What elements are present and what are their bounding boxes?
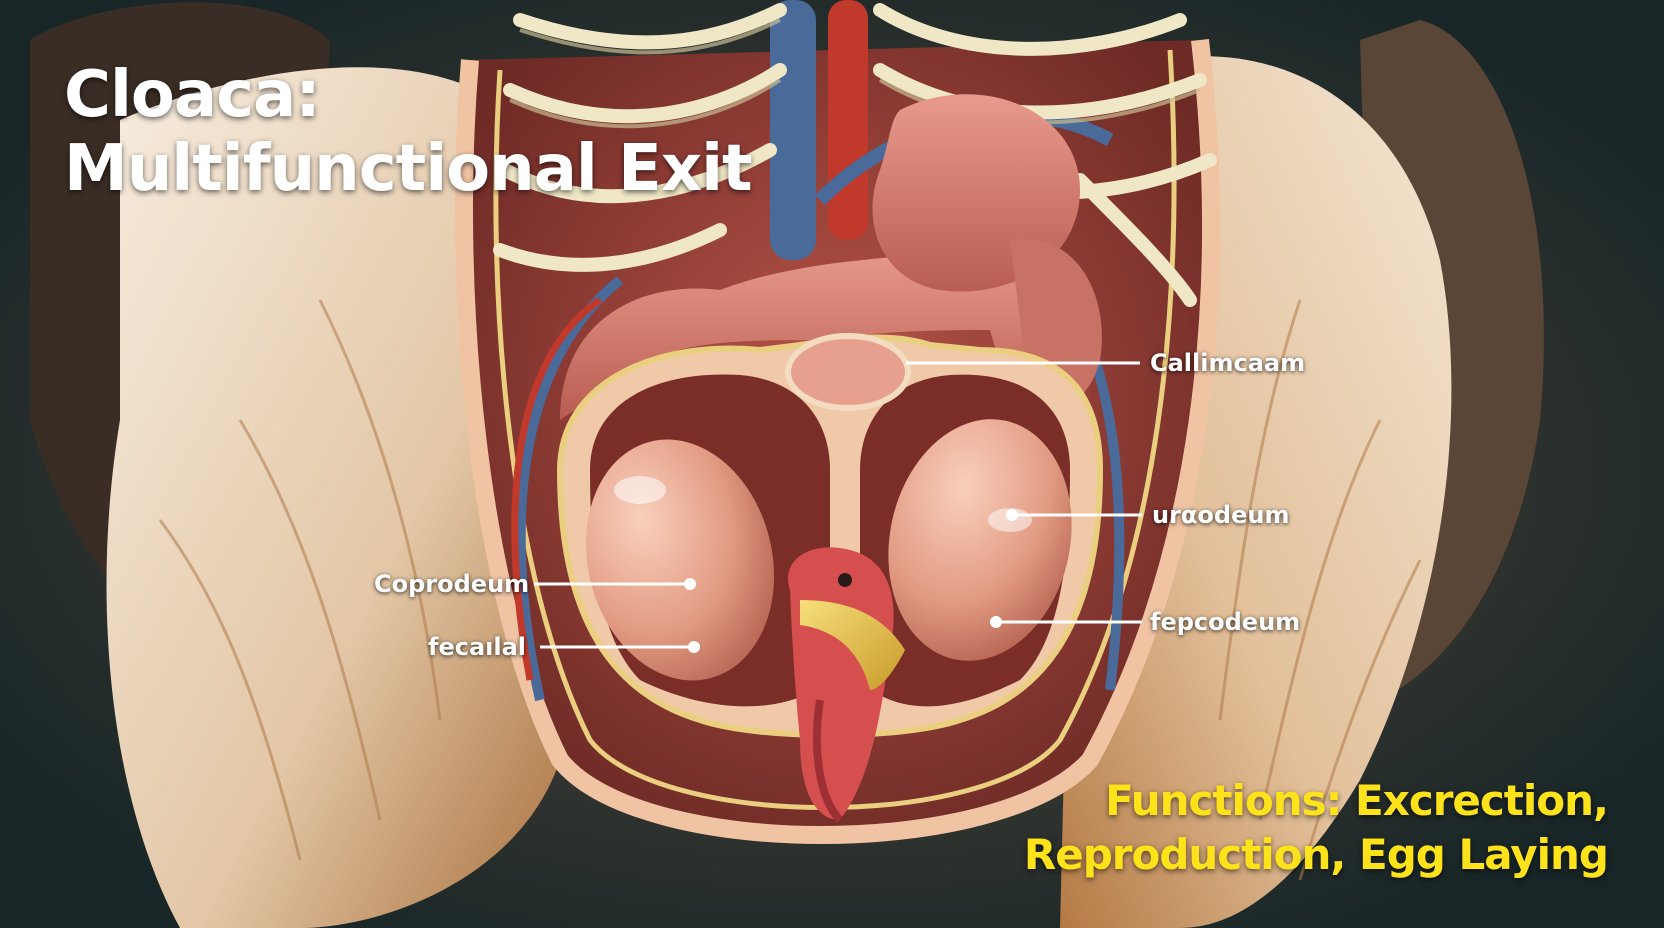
functions-caption: Functions: Excrection, Reproduction, Egg… xyxy=(1023,774,1609,882)
leader-lines xyxy=(534,361,1142,649)
body-wall xyxy=(455,38,1220,844)
dot-coprodeum xyxy=(684,578,696,590)
vent-fold xyxy=(812,699,843,823)
aorta xyxy=(828,0,868,240)
label-fepcodeum: fepcodeum xyxy=(1150,608,1301,636)
title-line-2: Multifunctional Exit xyxy=(64,132,753,206)
vent-beak-shape xyxy=(800,600,905,690)
vena-cava xyxy=(770,0,816,260)
page-title: Cloaca: Multifunctional Exit xyxy=(64,58,753,206)
label-fecalal: fecaılal xyxy=(428,633,527,661)
upper-chamber xyxy=(785,333,911,411)
functions-line-2: Reproduction, Egg Laying xyxy=(1023,830,1609,879)
right-egg xyxy=(888,419,1072,661)
dot-fepcodeum xyxy=(990,616,1002,628)
vent-eye xyxy=(838,573,852,587)
label-coprodeum: Coprodeum xyxy=(374,570,530,598)
leader-dots xyxy=(684,509,1018,653)
title-line-1: Cloaca: xyxy=(64,58,321,132)
dot-fecalal xyxy=(688,641,700,653)
left-artery xyxy=(511,297,602,681)
rib-cage xyxy=(493,3,1217,307)
feather-strokes xyxy=(158,299,1422,881)
label-urodeum: urαodeum xyxy=(1152,501,1290,529)
label-callimcaam: Callimcaam xyxy=(1150,349,1306,377)
left-egg-highlight xyxy=(614,476,666,504)
dot-urodeum xyxy=(1006,509,1018,521)
functions-line-1: Functions: Excrection, xyxy=(1105,776,1609,825)
left-feathers xyxy=(106,67,560,928)
